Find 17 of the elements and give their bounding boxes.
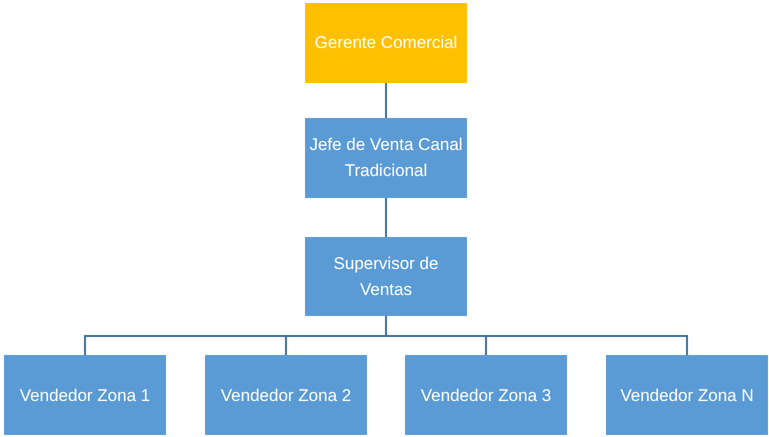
org-box <box>405 355 567 435</box>
connector-line <box>385 316 688 355</box>
role-label: Supervisor de Ventas <box>332 252 440 300</box>
role-label: Gerente Comercial <box>314 32 458 54</box>
role-label: Vendedor Zona 2 <box>220 384 352 406</box>
org-box <box>606 355 768 435</box>
org-box <box>305 237 467 316</box>
connector-line <box>385 83 387 118</box>
role-label: Vendedor Zona 3 <box>420 384 552 406</box>
connector-line <box>385 198 387 237</box>
org-box <box>4 355 166 435</box>
role-label: Vendedor Zona N <box>620 384 754 406</box>
org-box <box>205 355 367 435</box>
org-box <box>305 3 467 83</box>
role-label: Vendedor Zona 1 <box>20 384 150 406</box>
org-box <box>305 118 467 198</box>
role-label: Jefe de Venta Canal Tradicional <box>309 134 463 182</box>
